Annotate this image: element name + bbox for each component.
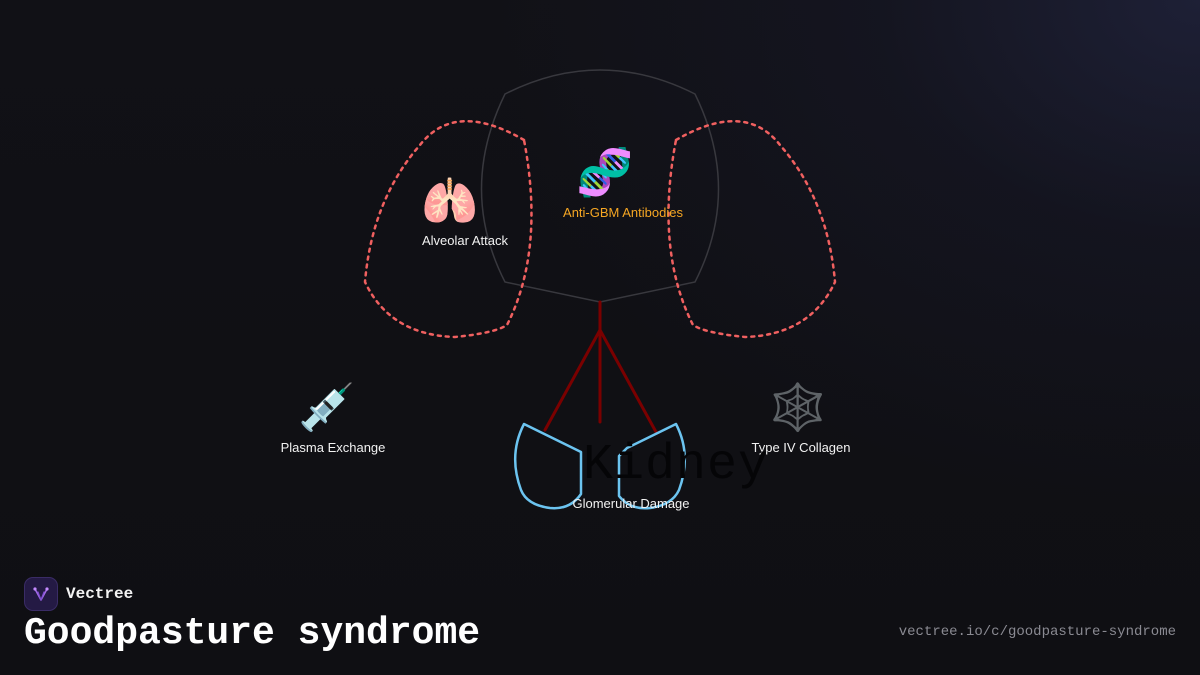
- left-kidney-outline: [513, 422, 583, 510]
- right-lung-outline: [667, 120, 837, 339]
- type-iv-collagen-node: 🕸️: [769, 380, 826, 434]
- lungs-icon: 🫁: [421, 175, 479, 227]
- brand-name: Vectree: [66, 585, 134, 603]
- plasma-exchange-label: Plasma Exchange: [280, 440, 386, 455]
- right-kidney-outline: [617, 422, 687, 510]
- vessels: [543, 300, 658, 434]
- torso-outline: [480, 69, 720, 303]
- dna-icon: 🧬: [576, 146, 634, 198]
- vectree-logo-icon: [24, 577, 58, 611]
- plasma-exchange-label-wrap: Plasma Exchange: [281, 436, 386, 455]
- type-iv-collagen-label-wrap: Type IV Collagen: [751, 436, 850, 455]
- glomerular-damage-label-wrap: Glomerular Damage: [572, 492, 689, 511]
- plasma-exchange-node: 💉: [298, 380, 355, 434]
- page-title: Goodpasture syndrome: [24, 612, 481, 655]
- type-iv-collagen-label: Type IV Collagen: [751, 440, 851, 455]
- kidney-label: Kidney: [583, 437, 770, 494]
- vessel-left: [543, 328, 602, 432]
- page-url[interactable]: vectree.io/c/goodpasture-syndrome: [898, 624, 1176, 640]
- alveolar-attack-label-wrap: Alveolar Attack: [422, 229, 508, 248]
- anti-gbm-label: Anti-GBM Antibodies: [563, 205, 683, 220]
- anti-gbm-label-wrap: Anti-GBM Antibodies: [563, 201, 683, 220]
- syringe-icon: 💉: [298, 381, 356, 433]
- vessel-right: [598, 328, 658, 434]
- left-lung-outline: [363, 120, 533, 339]
- alveolar-attack-node: 🫁: [421, 174, 478, 228]
- spider-web-icon: 🕸️: [769, 381, 827, 433]
- glomerular-damage-label: Glomerular Damage: [572, 496, 690, 511]
- alveolar-attack-label: Alveolar Attack: [422, 233, 508, 248]
- brand[interactable]: Vectree: [24, 577, 133, 611]
- anti-gbm-node: 🧬: [576, 145, 633, 199]
